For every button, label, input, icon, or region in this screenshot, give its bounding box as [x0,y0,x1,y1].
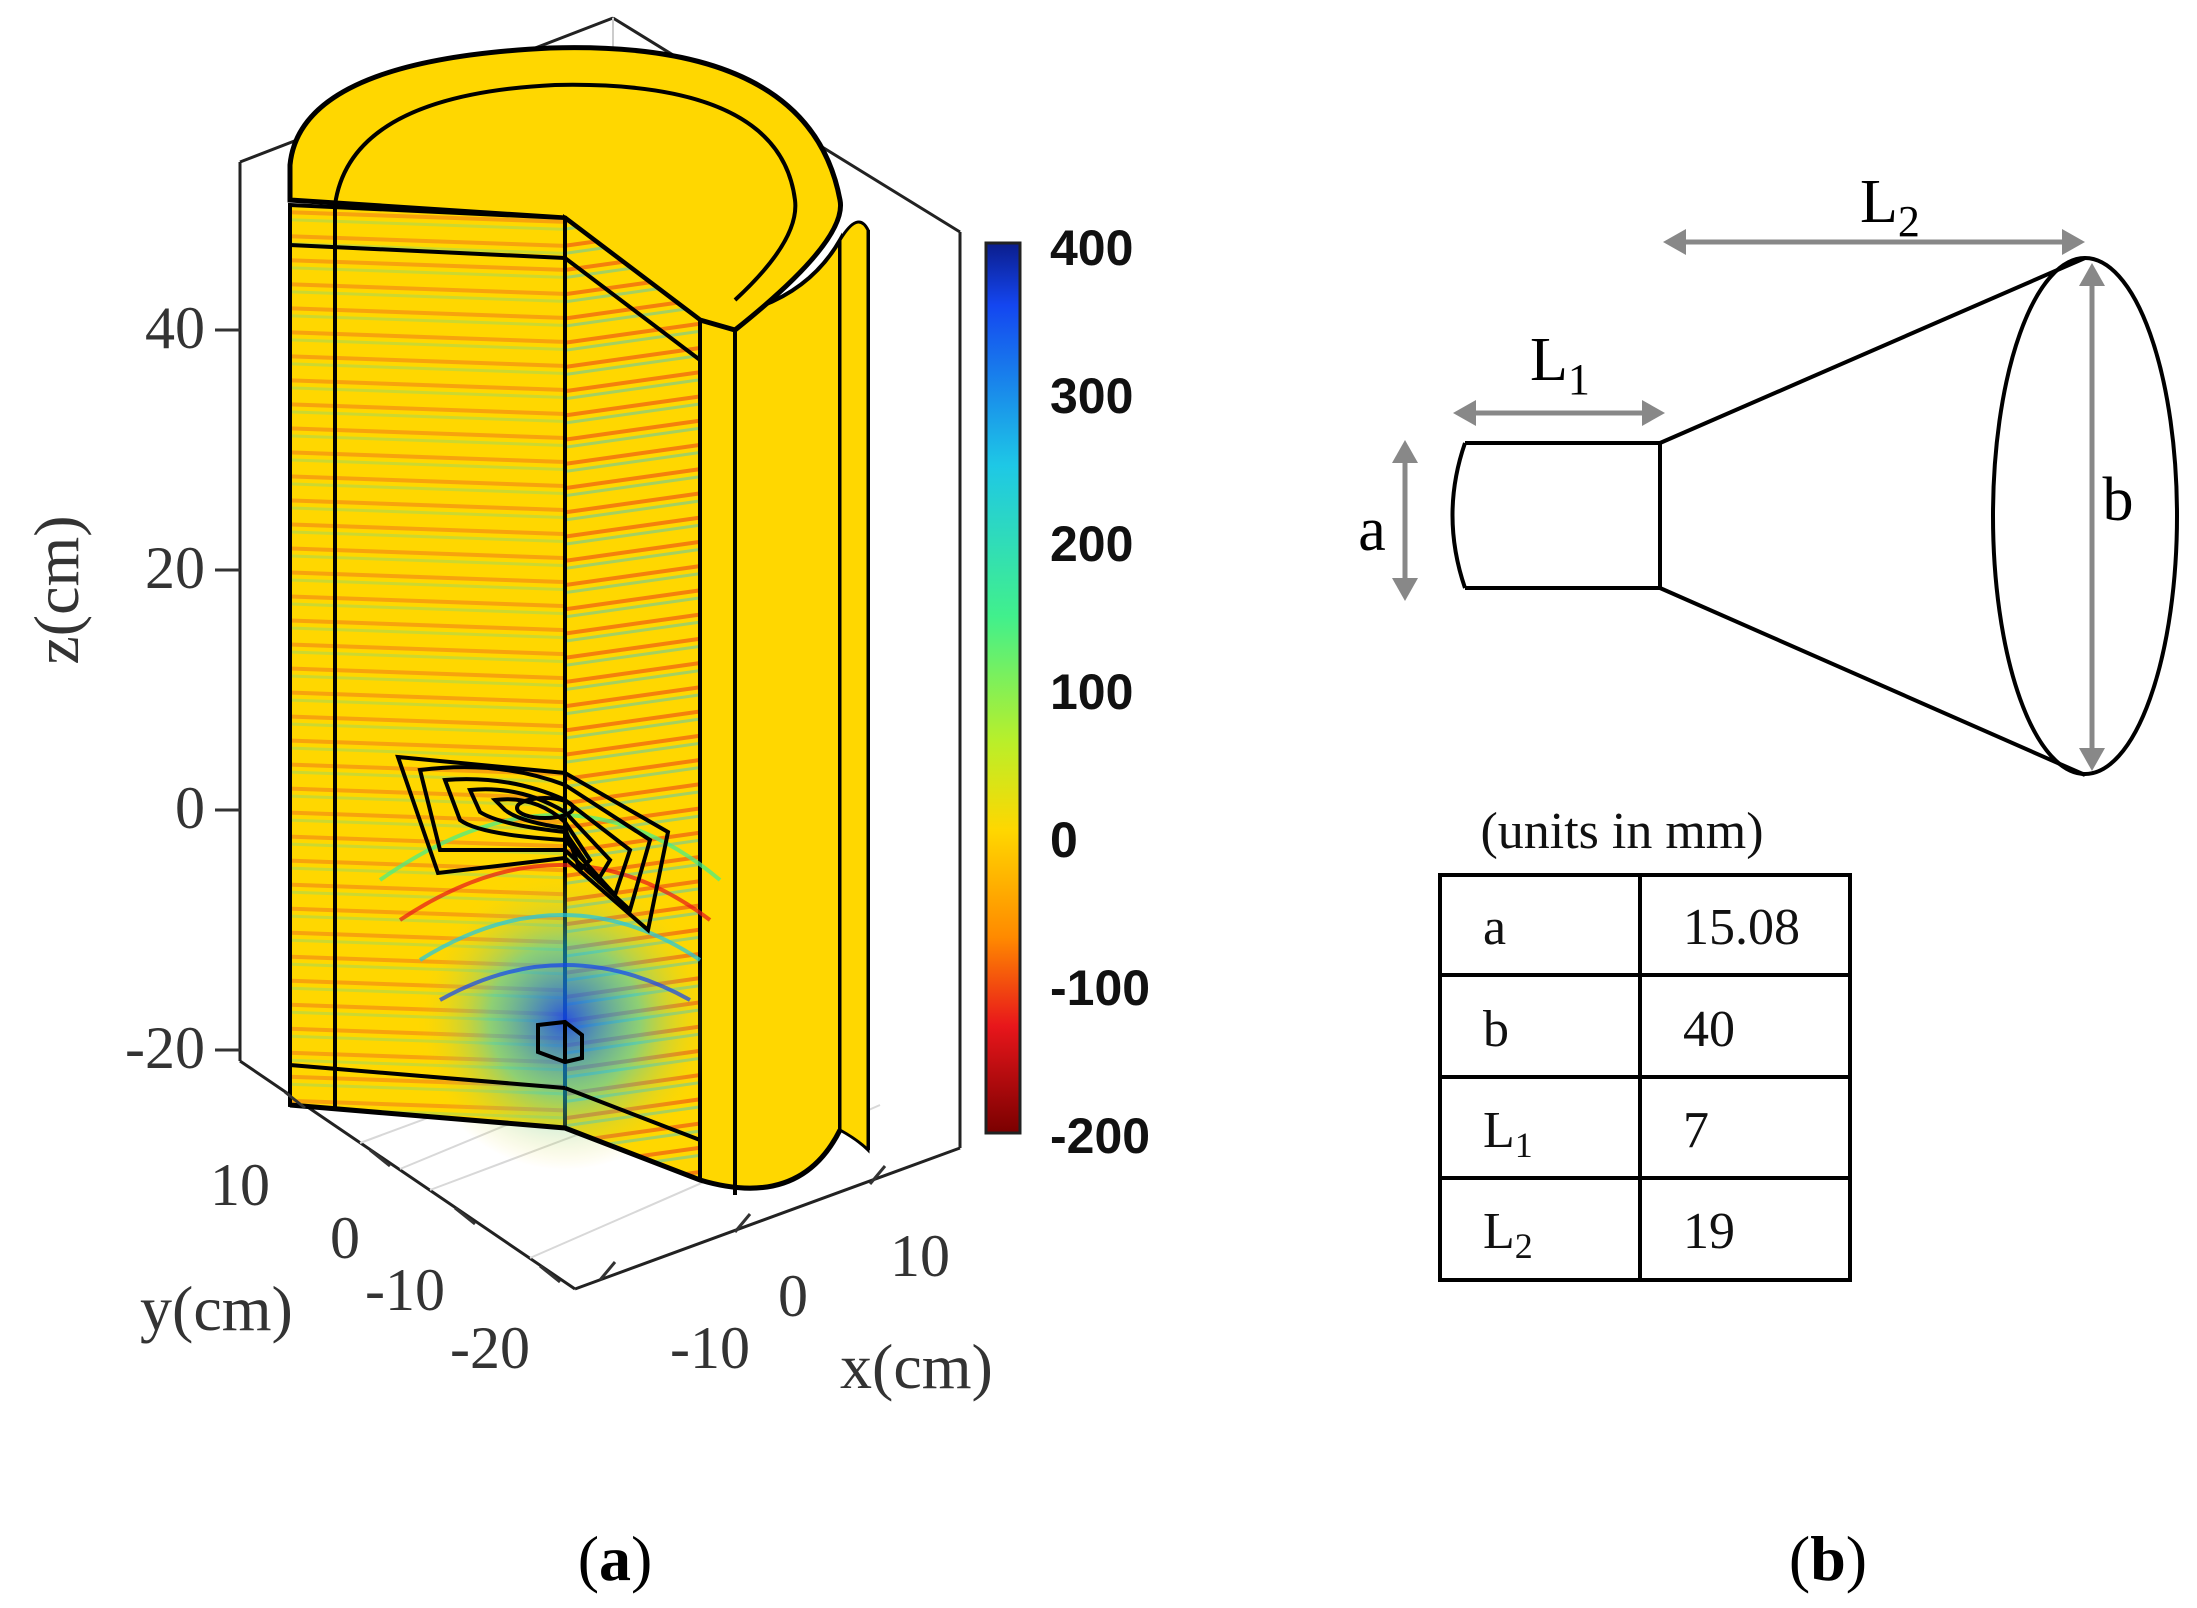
cylinder-top [287,45,844,333]
table-value: 7 [1683,1102,1709,1159]
colorbar: 400 300 200 100 0 -100 -200 [984,220,1150,1164]
colorbar-tick: 0 [1050,812,1078,868]
x-axis: -10 0 10 x(cm) [598,1165,993,1402]
y-axis: 10 0 -10 -20 y(cm) [140,1090,561,1381]
dim-label-L2: L2 [1860,168,1920,246]
table-value: 19 [1683,1203,1735,1260]
table-param: L2 [1483,1203,1533,1266]
colorbar-tick: 400 [1050,220,1133,276]
table-cells: a 15.08 b 40 L1 7 L2 19 [1483,899,1800,1266]
z-tick: 40 [145,295,205,361]
y-tick: -10 [365,1257,445,1323]
horn-antenna [1450,256,2179,777]
table-value: 15.08 [1683,899,1800,956]
panel-b: a b L1 L2 (units in mm) a 15.08 b 40 L1 … [1358,168,2179,1594]
z-tick: -20 [125,1015,205,1081]
colorbar-tick: -200 [1050,1108,1150,1164]
y-tick: 10 [210,1152,270,1218]
dim-label-b: b [2103,466,2134,534]
table-param: L1 [1483,1102,1533,1165]
cylinder-surface [698,232,842,1191]
waveguide [1465,441,1662,590]
caption-b: (b) [1789,1523,1867,1594]
x-tick: 0 [778,1263,808,1329]
y-axis-label: y(cm) [140,1273,293,1344]
y-tick: 0 [330,1205,360,1271]
z-tick: 20 [145,535,205,601]
colorbar-tick: 100 [1050,664,1133,720]
panel-a: 40 20 0 -20 z(cm) 10 0 -10 -20 y(cm) -10… [21,16,1150,1594]
dim-label-a: a [1358,496,1386,564]
dimension-arrows [1392,229,2105,771]
z-tick: 0 [175,775,205,841]
z-axis-label: z(cm) [21,515,92,664]
waveguide-end [1450,442,1467,589]
contour-lines [395,754,671,934]
colorbar-tick: -100 [1050,960,1150,1016]
table-value: 40 [1683,1001,1735,1058]
dim-label-L1: L1 [1530,326,1590,404]
table-units-note: (units in mm) [1480,803,1763,860]
antenna-source [536,1019,584,1065]
table-param: a [1483,899,1506,956]
x-axis-label: x(cm) [840,1331,993,1402]
x-tick: 10 [890,1223,950,1289]
caption-a: (a) [578,1523,653,1594]
horn-aperture [1991,256,2179,776]
x-tick: -10 [670,1315,750,1381]
y-tick: -20 [450,1315,530,1381]
colorbar-tick: 200 [1050,516,1133,572]
parameter-table [1438,873,1852,1282]
colorbar-tick: 300 [1050,368,1133,424]
colorbar-gradient [984,241,1022,1135]
table-param: b [1483,1001,1509,1058]
z-axis: 40 20 0 -20 z(cm) [21,295,240,1081]
